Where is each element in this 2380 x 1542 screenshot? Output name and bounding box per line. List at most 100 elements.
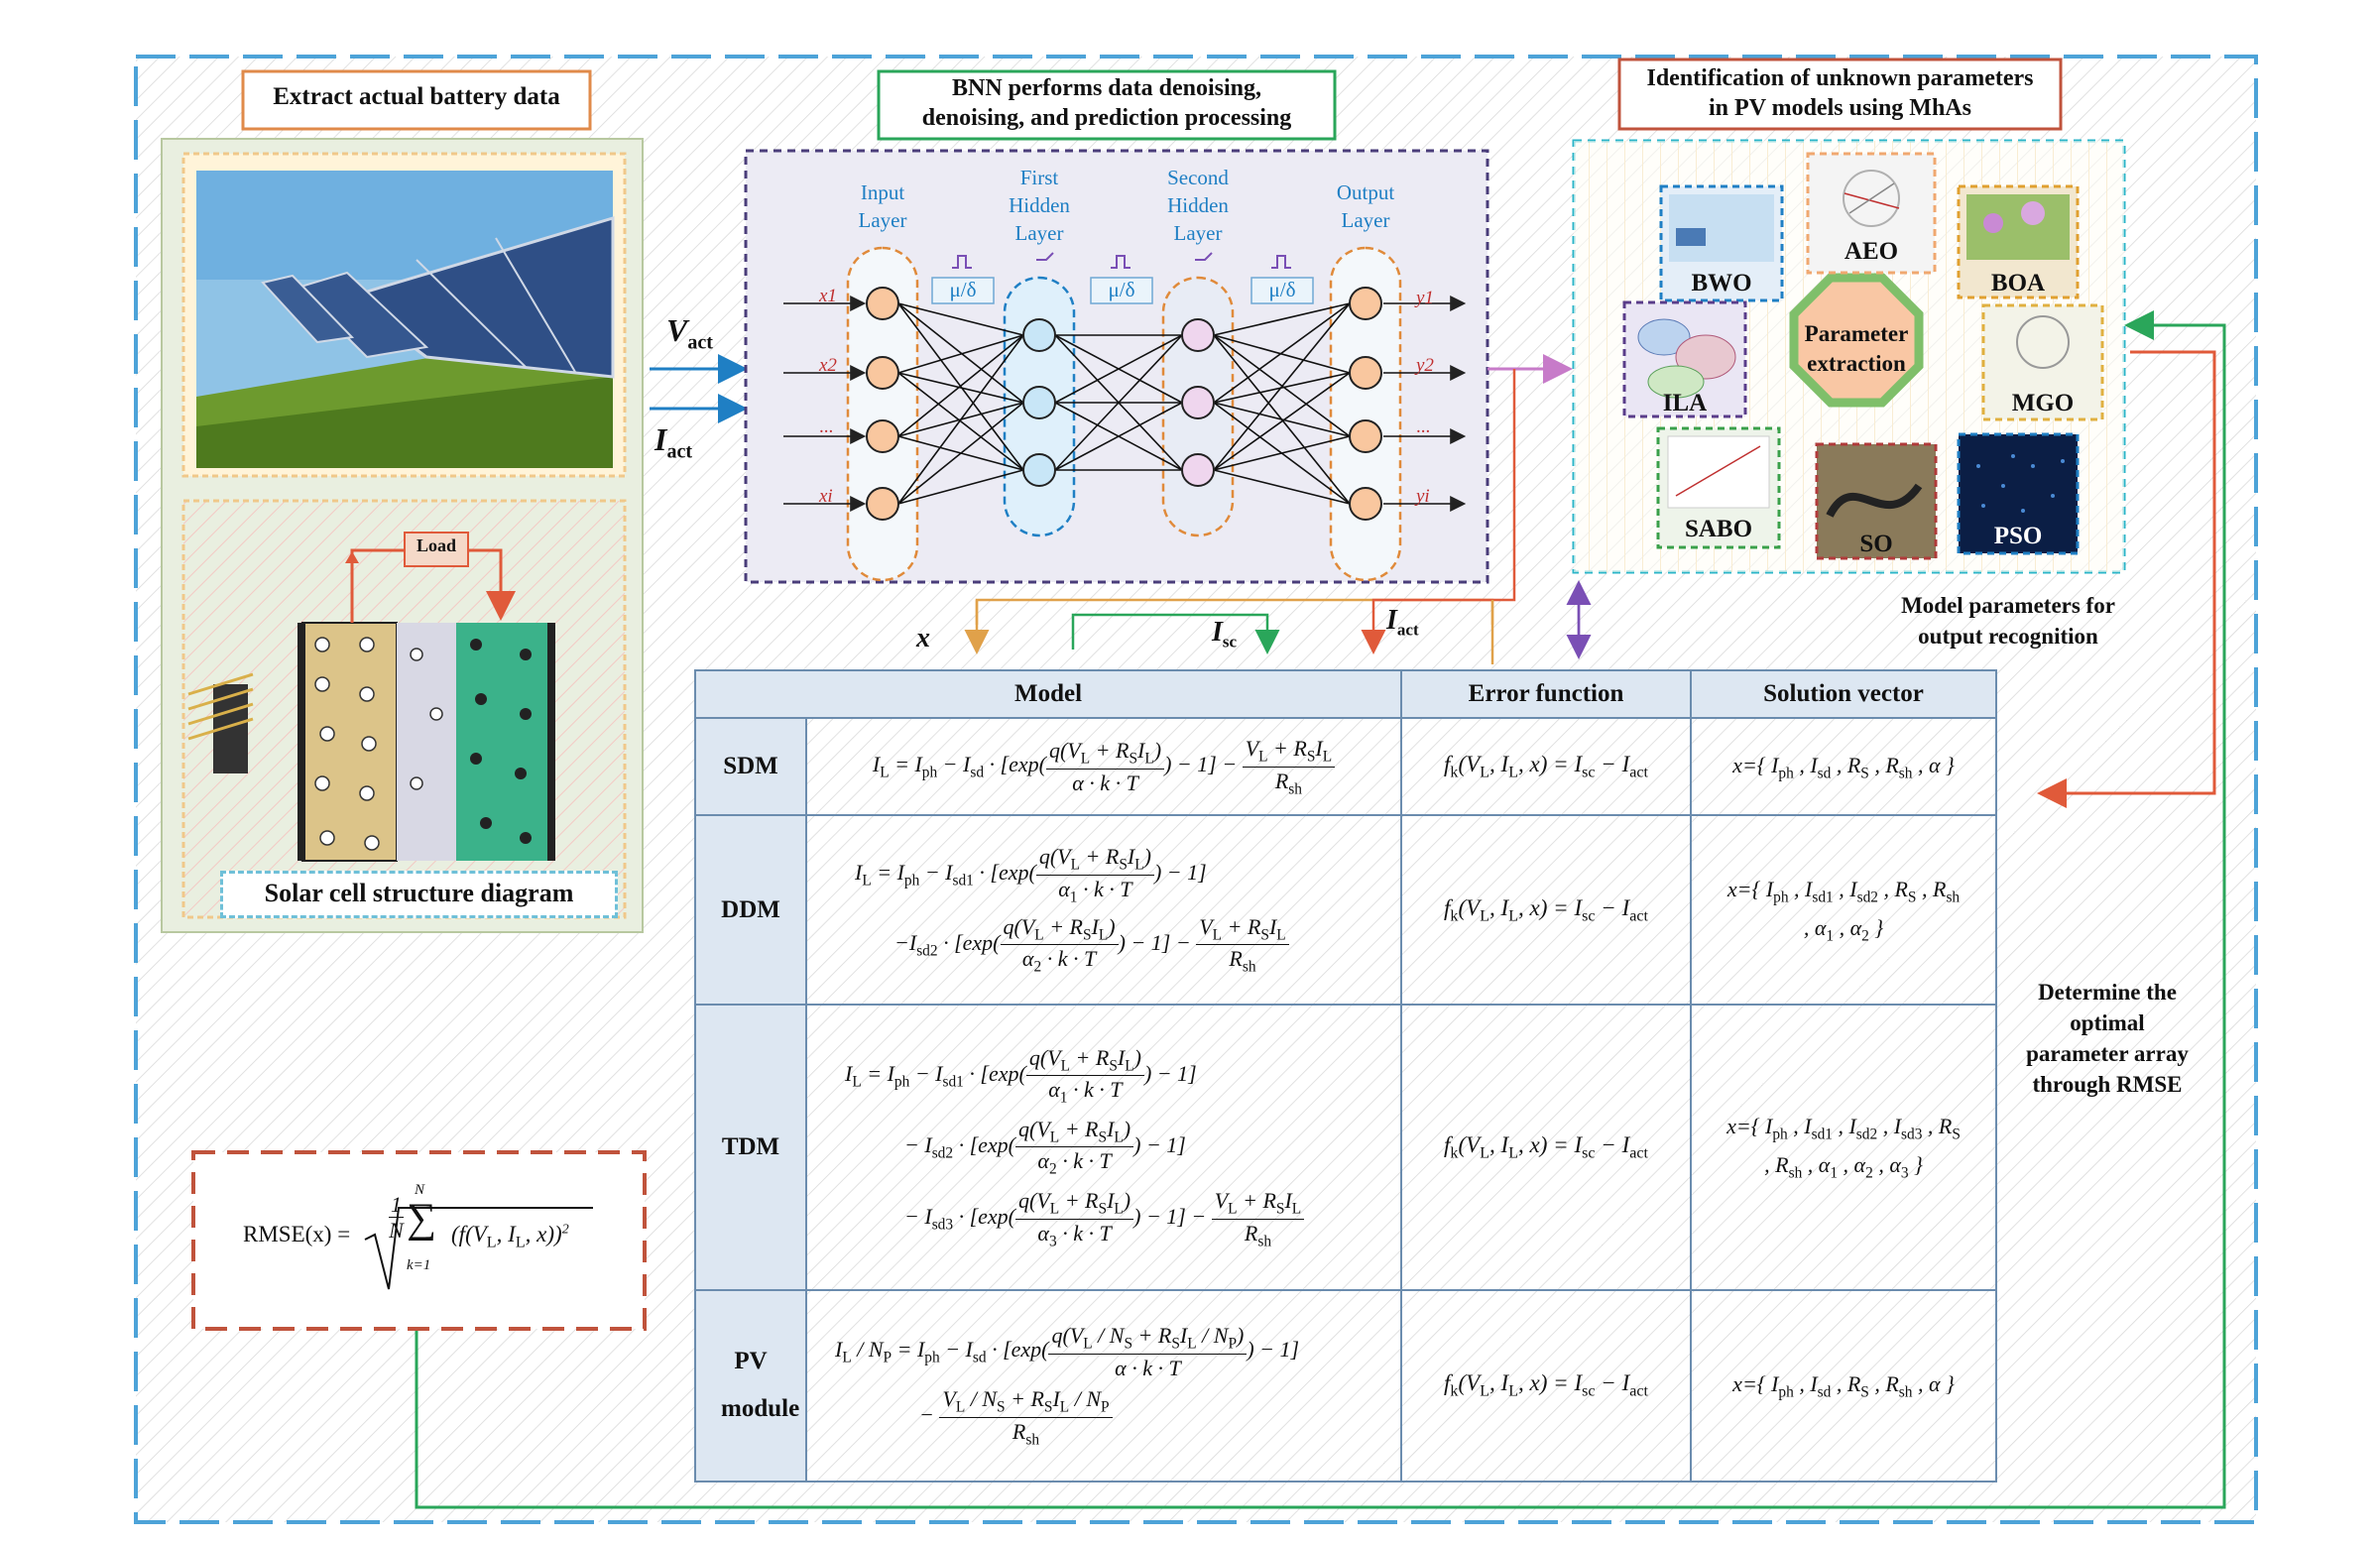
algo-pso: PSO: [1993, 523, 2043, 549]
output-y2: y2: [1416, 355, 1434, 376]
ddm-error: fk(VL, IL, x) = Isc − Iact: [1400, 814, 1693, 1007]
network-edge: [897, 372, 1024, 471]
output-y1: y1: [1416, 288, 1434, 308]
rmse-sum-top: N: [415, 1182, 425, 1198]
sdm-solution: x={ Iph , Isd , RS , Rsh , α }: [1690, 717, 1998, 817]
network-edge: [897, 302, 1024, 336]
identify-title-box: [1617, 58, 2063, 131]
solar-caption-box: [220, 871, 618, 918]
network-edge: [1213, 402, 1351, 437]
row-sdm: SDM: [694, 717, 807, 817]
green-rmse-loop: [415, 310, 2226, 1509]
model-table: Model Error function Solution vector SDM…: [693, 668, 1998, 1483]
rmse-expression: (f(VL, IL, x))2: [451, 1222, 569, 1251]
tdm-solution: x={ Iph , Isd1 , Isd2 , Isd3 , RS, Rsh ,…: [1690, 1004, 1998, 1291]
network-edge: [897, 334, 1024, 437]
algo-ila: ILA: [1662, 390, 1708, 416]
network-edge: [1213, 302, 1351, 471]
iact-label: Iact: [654, 421, 692, 463]
rmse-sum-bottom: k=1: [407, 1257, 431, 1273]
ddm-model: IL = Iph − Isd1 · [exp(q(VL + RSIL)α1 · …: [804, 814, 1403, 1007]
network-edge: [1054, 334, 1183, 471]
solar-cell-structure: [181, 499, 627, 919]
header-solution: Solution vector: [1690, 668, 1998, 720]
header-error: Error function: [1400, 668, 1693, 720]
network-nodes: [866, 287, 1382, 521]
bnn-title-line2: denoising, and prediction processing: [921, 105, 1292, 131]
norm-label-3: μ/δ: [1268, 278, 1296, 301]
network-edge: [897, 334, 1024, 505]
vact-label: Vact: [666, 312, 713, 354]
identify-title-line1: Identification of unknown parameters: [1646, 65, 2034, 91]
pv-module-error: fk(VL, IL, x) = Isc − Iact: [1400, 1288, 1693, 1483]
ddm-solution: x={ Iph , Isd1 , Isd2 , RS , Rsh, α1 , α…: [1690, 814, 1998, 1007]
extract-box: [241, 69, 592, 131]
iact-signal-label: Iact: [1386, 605, 1419, 640]
tdm-model: IL = Iph − Isd1 · [exp(q(VL + RSIL)α1 · …: [804, 1004, 1403, 1291]
pulse-icons: [952, 252, 1291, 269]
pv-module-solution: x={ Iph , Isd , RS , Rsh , α }: [1690, 1288, 1998, 1483]
input-dots: ...: [819, 416, 834, 437]
algorithm-thumbnails: [1637, 170, 2070, 518]
rmse-label: RMSE(x) =: [243, 1222, 351, 1246]
load-label: Load: [416, 535, 457, 555]
parameter-extraction-octagon: [1789, 273, 1924, 408]
norm-boxes: [931, 277, 1314, 304]
output-dots: ...: [1416, 416, 1431, 437]
algo-bwo: BWO: [1691, 270, 1752, 297]
algo-boa: BOA: [1990, 270, 2046, 297]
network-edge: [897, 302, 1024, 404]
isc-signal-label: Isc: [1212, 617, 1238, 652]
bnn-title-line1: BNN performs data denoising,: [951, 75, 1261, 101]
algo-aeo: AEO: [1844, 238, 1899, 265]
pv-module-model: IL / NP = Iph − Isd · [exp(q(VL / NS + R…: [804, 1288, 1403, 1483]
norm-label-2: μ/δ: [1108, 278, 1135, 301]
row-ddm: DDM: [694, 814, 807, 1007]
tdm-error: fk(VL, IL, x) = Isc − Iact: [1400, 1004, 1693, 1291]
algo-mgo: MGO: [2011, 390, 2075, 416]
network-edge: [1213, 302, 1351, 404]
network-edge: [1213, 469, 1351, 505]
output-yi: yi: [1416, 486, 1430, 507]
network-edge: [1213, 302, 1351, 336]
network-connections: [897, 302, 1351, 505]
norm-label-1: μ/δ: [949, 278, 977, 301]
network-edge: [1213, 334, 1351, 374]
header-model: Model: [693, 668, 1403, 720]
network-edge: [1054, 402, 1183, 471]
x-signal-label: x: [916, 623, 930, 653]
bnn-title-box: [877, 69, 1337, 141]
network-edge: [1054, 334, 1183, 404]
network-edge: [1213, 435, 1351, 471]
input-x1: x1: [819, 286, 837, 306]
sdm-error: fk(VL, IL, x) = Isc − Iact: [1400, 717, 1693, 817]
sdm-model: IL = Iph − Isd · [exp(q(VL + RSIL)α · k …: [804, 717, 1403, 817]
rmse-sigma: ∑: [407, 1196, 436, 1242]
network-edge: [897, 334, 1024, 374]
network-edge: [897, 469, 1024, 505]
solar-caption: Solar cell structure diagram: [264, 879, 574, 907]
output-layer-capsule: [1329, 246, 1402, 582]
identify-title-line2: in PV models using MhAs: [1709, 95, 1971, 121]
input-x2: x2: [819, 355, 837, 376]
algo-sabo: SABO: [1684, 516, 1753, 542]
network-edge: [897, 402, 1024, 505]
algo-so: SO: [1859, 531, 1893, 557]
network-edge: [1213, 372, 1351, 471]
row-tdm: TDM: [694, 1004, 807, 1291]
network-edge: [897, 372, 1024, 404]
input-xi: xi: [819, 486, 833, 507]
solar-panel-photo: [181, 152, 627, 478]
rmse-box: [191, 1150, 647, 1331]
row-pv-module: PV module: [694, 1288, 807, 1483]
red-feedback-arrow: [2037, 350, 2216, 808]
